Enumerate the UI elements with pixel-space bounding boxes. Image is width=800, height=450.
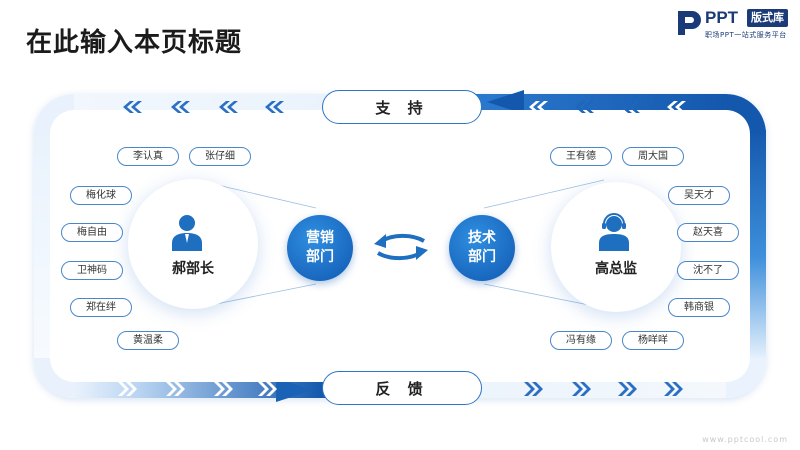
logo-mark-icon bbox=[678, 11, 701, 35]
member-tag: 梅自由 bbox=[61, 223, 123, 242]
brand-logo: PPT 版式库 职场PPT一站式服务平台 bbox=[676, 8, 794, 42]
exchange-arrows-icon bbox=[374, 233, 428, 261]
chevron-right-icon bbox=[166, 382, 185, 396]
person-headset-icon bbox=[599, 213, 629, 251]
chevron-left-icon bbox=[529, 101, 548, 113]
page-title: 在此输入本页标题 bbox=[26, 28, 243, 58]
feedback-label: 反 馈 bbox=[322, 371, 482, 405]
member-tag: 卫神码 bbox=[61, 261, 123, 280]
chevron-right-icon bbox=[214, 382, 233, 396]
member-tag: 韩商银 bbox=[668, 298, 730, 317]
chevron-left-icon bbox=[575, 101, 594, 113]
right-person-name: 高总监 bbox=[595, 261, 637, 277]
chevron-left-icon bbox=[171, 101, 190, 113]
dept-line2: 部门 bbox=[306, 249, 334, 265]
member-tag: 赵天喜 bbox=[677, 223, 739, 242]
member-tag: 郑在绊 bbox=[70, 298, 132, 317]
chevron-right-icon bbox=[618, 382, 637, 396]
tech-dept-circle: 技术部门 bbox=[449, 215, 515, 281]
dept-line1: 营销 bbox=[306, 230, 334, 246]
member-tag: 周大国 bbox=[622, 147, 684, 166]
support-label: 支 持 bbox=[322, 90, 482, 124]
member-tag: 张仔细 bbox=[189, 147, 251, 166]
member-tag: 王有德 bbox=[550, 147, 612, 166]
chevron-right-icon bbox=[664, 382, 683, 396]
person-icon bbox=[172, 215, 202, 251]
logo-brand: PPT bbox=[705, 8, 739, 27]
member-tag: 李认真 bbox=[117, 147, 179, 166]
member-tag: 黄温柔 bbox=[117, 331, 179, 350]
member-tag: 沈不了 bbox=[677, 261, 739, 280]
marketing-dept-circle: 营销部门 bbox=[287, 215, 353, 281]
watermark: www.pptcool.com bbox=[702, 435, 788, 444]
dept-line1: 技术 bbox=[468, 230, 496, 246]
member-tag: 杨咩咩 bbox=[622, 331, 684, 350]
left-person-name: 郝部长 bbox=[172, 261, 214, 277]
chevron-left-icon bbox=[123, 101, 142, 113]
chevron-left-icon bbox=[621, 101, 640, 113]
dept-line2: 部门 bbox=[468, 249, 496, 265]
chevron-right-icon bbox=[572, 382, 591, 396]
member-tag: 吴天才 bbox=[668, 186, 730, 205]
chevron-left-icon bbox=[265, 101, 284, 113]
chevron-left-icon bbox=[667, 101, 686, 113]
chevron-right-icon bbox=[118, 382, 137, 396]
logo-subtitle: 职场PPT一站式服务平台 bbox=[705, 31, 787, 39]
logo-box: 版式库 bbox=[747, 9, 788, 27]
chevron-right-icon bbox=[524, 382, 543, 396]
chevron-right-icon bbox=[258, 382, 277, 396]
member-tag: 冯有缘 bbox=[550, 331, 612, 350]
member-tag: 梅化球 bbox=[70, 186, 132, 205]
chevron-left-icon bbox=[219, 101, 238, 113]
